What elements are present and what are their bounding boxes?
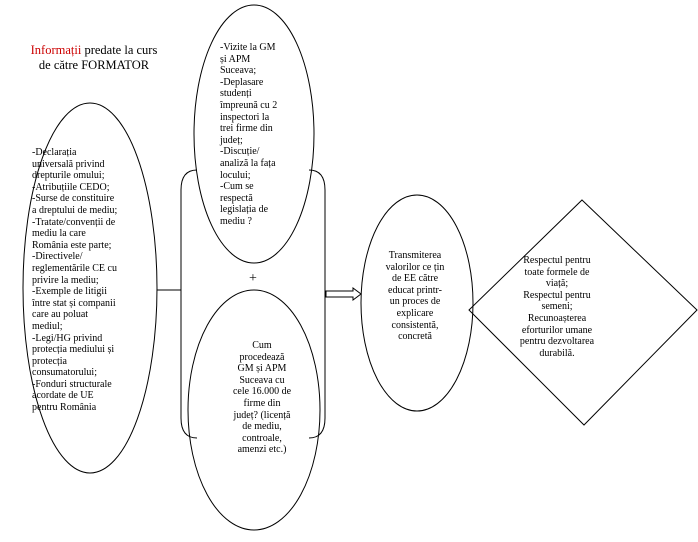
text-line: reglementările CE cu xyxy=(32,262,117,274)
text-line: județ? (licență xyxy=(233,409,291,421)
bottom-ellipse xyxy=(187,289,321,531)
text-line: cele 16.000 de xyxy=(232,386,292,398)
grouping-bracket-left xyxy=(180,169,198,439)
block-arrow xyxy=(325,287,362,301)
text-line: protecția xyxy=(32,355,67,367)
text-line: un proces de xyxy=(389,296,441,308)
plus-sign: + xyxy=(249,271,257,286)
text-line: educat printr- xyxy=(388,284,442,296)
text-line: consumatorului; xyxy=(32,367,97,379)
text-line: -Surse de constituire xyxy=(32,193,115,205)
text-line: mediu ? xyxy=(220,215,252,227)
text-line: Suceava cu xyxy=(239,374,285,386)
text-line: locului; xyxy=(220,169,251,181)
left-ellipse xyxy=(22,102,158,474)
text-line: acordate de UE xyxy=(32,390,94,402)
text-line: concretă xyxy=(398,331,432,343)
circle-node xyxy=(360,194,474,412)
top-ellipse xyxy=(193,4,315,264)
text-line: între stat și companii xyxy=(32,297,116,309)
text-line: valorilor ce țin xyxy=(385,261,445,273)
text-line: trei firme din xyxy=(220,123,273,135)
text-line: legislația de xyxy=(220,204,269,216)
text-line: județ; xyxy=(220,134,243,146)
text-line: semeni; xyxy=(541,301,573,313)
text-line: -Exemple de litigii xyxy=(32,286,107,298)
text-line: -Fonduri structurale xyxy=(32,378,112,390)
text-line: controale, xyxy=(242,432,282,444)
text-line: explicare xyxy=(396,307,434,319)
title-line2: de către FORMATOR xyxy=(38,58,150,72)
text-line: GM și APM xyxy=(237,363,287,375)
text-line: -Deplasare xyxy=(220,76,264,88)
text-line: mediul; xyxy=(32,320,63,332)
text-line: Respectul pentru xyxy=(523,255,591,266)
text-line: Suceava; xyxy=(220,65,257,77)
text-line: privire la mediu; xyxy=(32,274,99,286)
text-line: durabilă. xyxy=(539,347,575,359)
text-line: universală privind xyxy=(32,158,105,170)
text-line: mediu la care xyxy=(32,228,86,240)
text-line: analiză la fața xyxy=(220,157,276,169)
text-line: împreună cu 2 xyxy=(220,99,278,111)
text-line: studenți xyxy=(220,88,252,100)
text-line: -Cum se xyxy=(220,181,254,193)
text-line: amenzi etc.) xyxy=(237,444,287,456)
text-line: și APM xyxy=(220,53,251,65)
title-line1-rest: predate la curs xyxy=(81,43,158,57)
text-line: pentru dezvoltarea xyxy=(519,336,595,348)
text-line: România este parte; xyxy=(32,239,112,251)
text-line: Respectul pentru xyxy=(523,289,591,301)
text-line: firme din xyxy=(243,397,281,409)
text-line: pentru România xyxy=(32,402,97,414)
text-line: drepturile omului; xyxy=(32,170,105,182)
text-line: care au poluat xyxy=(32,309,89,321)
text-line: de EE către xyxy=(391,273,439,285)
text-line: consistentă, xyxy=(391,319,439,331)
text-line: a dreptului de mediu; xyxy=(32,204,118,216)
text-line: respectă xyxy=(220,192,253,204)
text-line: Transmiterea xyxy=(388,250,442,261)
diagram-title: Informații predate la curs de către FORM… xyxy=(14,43,174,73)
text-line: inspectori la xyxy=(220,111,270,123)
text-line: protecția mediului și xyxy=(32,344,115,356)
text-line: -Atribuțiile CEDO; xyxy=(32,181,110,193)
text-line: Cum xyxy=(252,340,272,351)
text-line: viață; xyxy=(545,278,569,290)
text-line: de mediu, xyxy=(242,421,282,433)
text-line: -Vizite la GM xyxy=(220,42,276,53)
text-line: -Directivele/ xyxy=(32,251,83,263)
text-line: eforturilor umane xyxy=(521,324,593,336)
text-line: -Discuție/ xyxy=(220,146,260,158)
text-line: -Tratate/convenții de xyxy=(32,216,116,228)
grouping-bracket-right xyxy=(308,169,326,439)
text-line: -Declarația xyxy=(32,147,77,158)
text-line: Recunoașterea xyxy=(527,312,587,324)
title-highlight: Informații xyxy=(30,43,82,57)
text-line: toate formele de xyxy=(524,266,590,278)
text-line: procedează xyxy=(239,351,285,363)
text-line: -Legi/HG privind xyxy=(32,332,103,344)
diamond-node xyxy=(468,199,698,426)
